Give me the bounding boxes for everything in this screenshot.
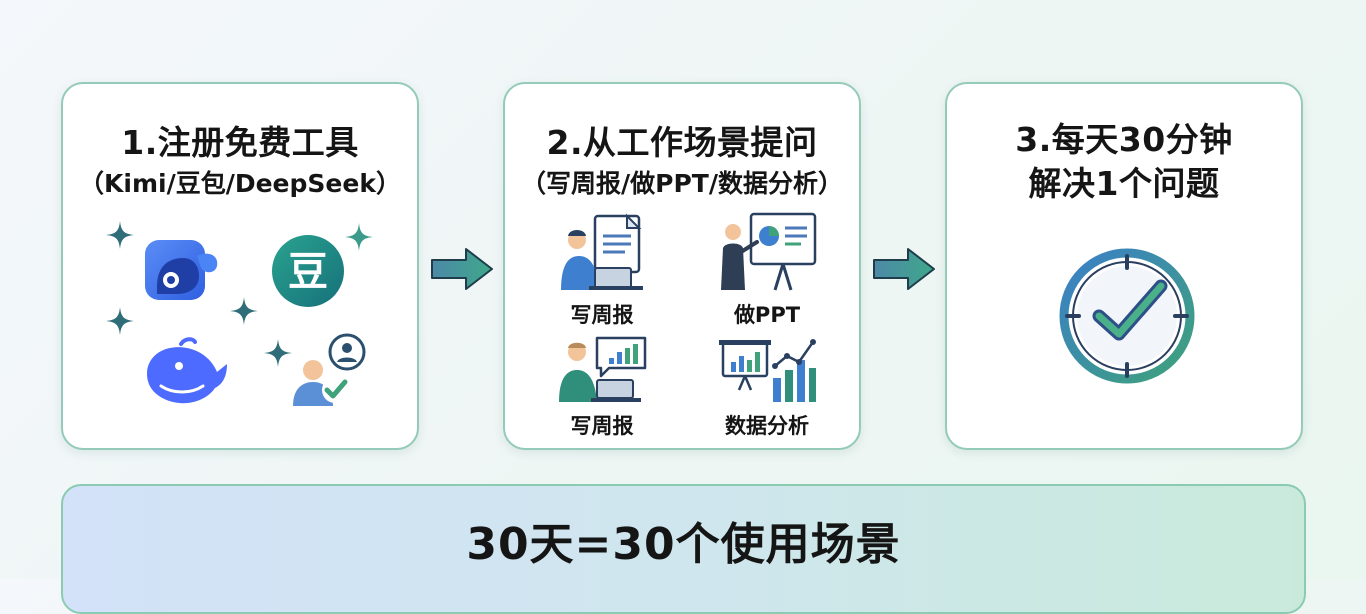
step-card-register-tools: 1.注册免费工具 （Kimi/豆包/DeepSeek） (61, 82, 419, 450)
kimi-app-icon (145, 240, 218, 300)
person-verified-icon (293, 333, 366, 406)
step-3-title-line-2: 解决1个问题 (1028, 164, 1220, 203)
bar-chart-analysis-icon (719, 339, 816, 402)
sparkle-icon (106, 307, 134, 335)
step-card-work-scenarios: 2.从工作场景提问 （写周报/做PPT/数据分析） 写周报 做PPT (503, 82, 861, 450)
flow-arrow-icon (431, 248, 493, 290)
step-1-subtitle: （Kimi/豆包/DeepSeek） (79, 169, 401, 198)
presentation-board-icon (721, 212, 817, 291)
step-3-title-line-1: 3.每天30分钟 (1015, 120, 1233, 159)
sparkle-icon (345, 223, 373, 251)
clock-check-icon (1059, 248, 1195, 384)
step-2-subtitle: （写周报/做PPT/数据分析） (521, 169, 843, 198)
summary-banner: 30天=30个使用场景 (61, 484, 1306, 614)
sparkle-icon (264, 339, 292, 367)
scene-label-make-ppt: 做PPT (733, 303, 801, 327)
sparkle-icon (230, 297, 258, 325)
step-3-title: 3.每天30分钟 解决1个问题 (947, 118, 1301, 206)
flow-arrow-icon (873, 248, 935, 290)
scene-label-weekly-report: 写周报 (570, 303, 634, 327)
doubao-app-icon: 豆 (272, 235, 344, 307)
step-card-daily-practice: 3.每天30分钟 解决1个问题 (945, 82, 1303, 450)
person-chat-chart-icon (559, 336, 647, 402)
person-laptop-report-icon (561, 213, 643, 290)
scene-label-data-analysis: 数据分析 (725, 414, 809, 438)
sparkle-icon (106, 221, 134, 249)
scene-label-weekly-report-2: 写周报 (570, 414, 634, 438)
step-1-title: 1.注册免费工具 (121, 123, 359, 162)
summary-banner-text: 30天=30个使用场景 (466, 519, 901, 570)
deepseek-whale-icon (147, 337, 227, 404)
doubao-glyph: 豆 (288, 249, 328, 295)
step-2-title: 2.从工作场景提问 (546, 123, 818, 162)
